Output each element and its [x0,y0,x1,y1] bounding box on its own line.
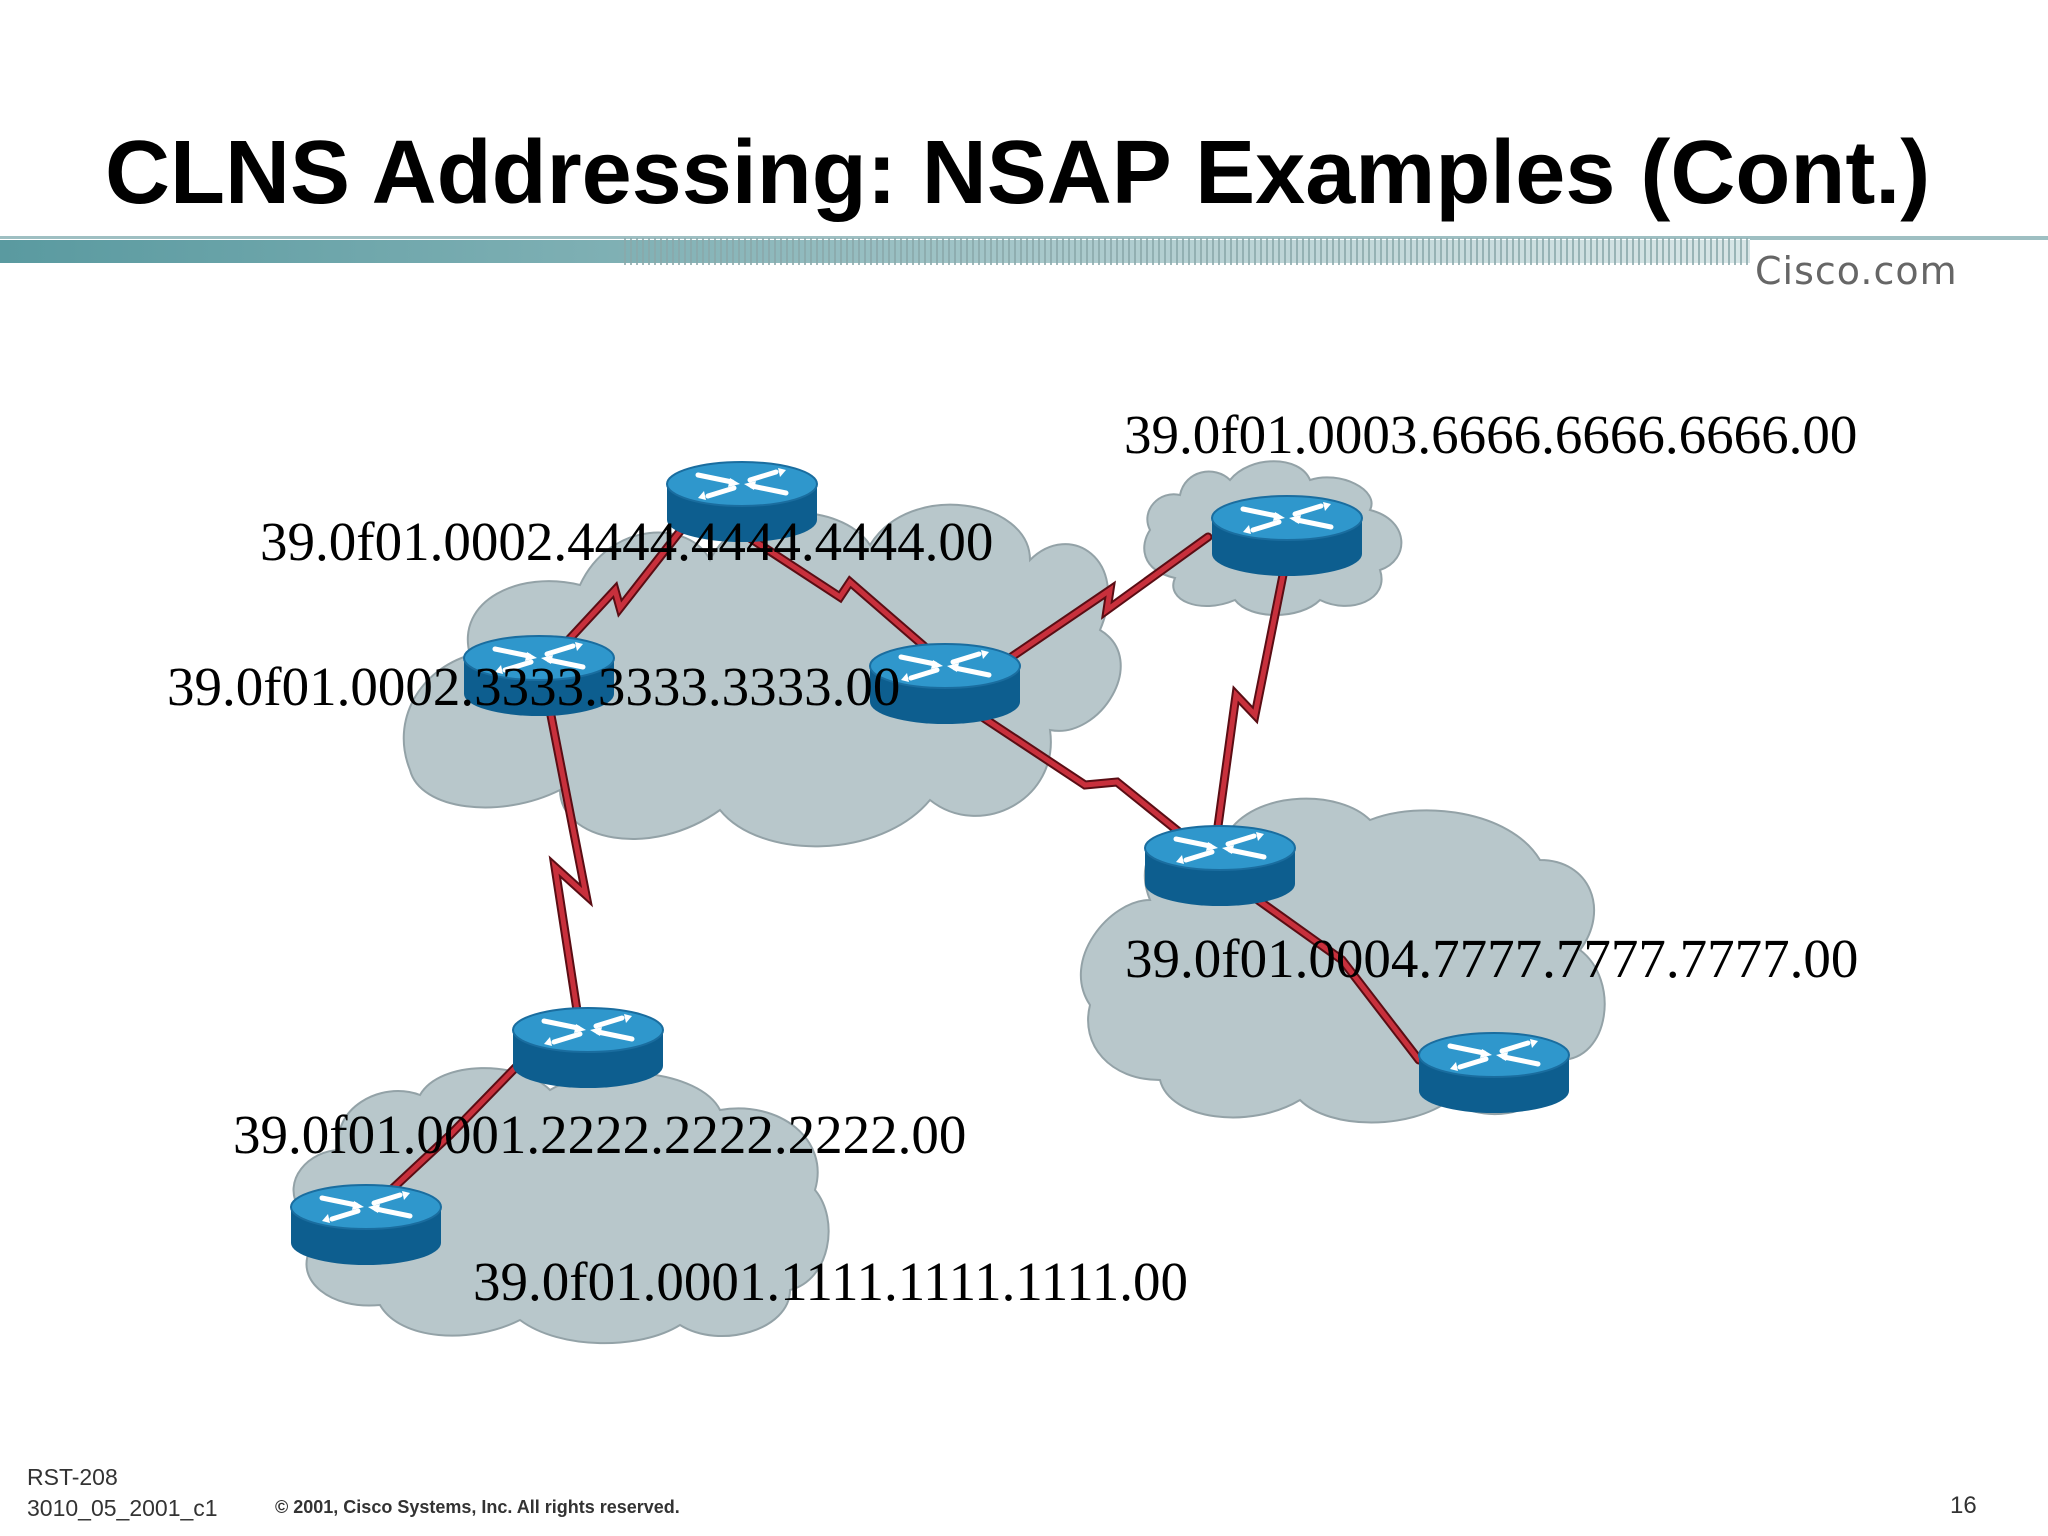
footer-copyright: © 2001, Cisco Systems, Inc. All rights r… [275,1497,680,1517]
header-band [0,236,2048,265]
router-icon [1145,826,1295,906]
nsap-address-r4: 39.0f01.0002.4444.4444.4444.00 [260,511,994,572]
brand-logo: Cisco.com [1755,249,1958,293]
slide-title: CLNS Addressing: NSAP Examples (Cont.) [105,123,1931,223]
footer-course-id: RST-208 [27,1464,118,1490]
router-icon [1212,496,1362,576]
cloud-icon [402,503,1122,848]
cloud-icon [292,1067,830,1345]
footer-doc-code: 3010_05_2001_c1 [27,1495,218,1521]
nsap-address-r3: 39.0f01.0002.3333.3333.3333.00 [167,656,901,717]
nsap-address-r2: 39.0f01.0001.2222.2222.2222.00 [233,1104,967,1165]
nsap-address-r1: 39.0f01.0001.1111.1111.1111.00 [473,1251,1188,1312]
router-icon [1419,1033,1569,1113]
nsap-address-r6: 39.0f01.0003.6666.6666.6666.00 [1124,404,1858,465]
page-number: 16 [1950,1492,1977,1519]
router-icon [513,1008,663,1088]
serial-link-icon [370,520,1424,1210]
nsap-address-r7: 39.0f01.0004.7777.7777.7777.00 [1125,928,1859,989]
router-icon [291,1185,441,1265]
